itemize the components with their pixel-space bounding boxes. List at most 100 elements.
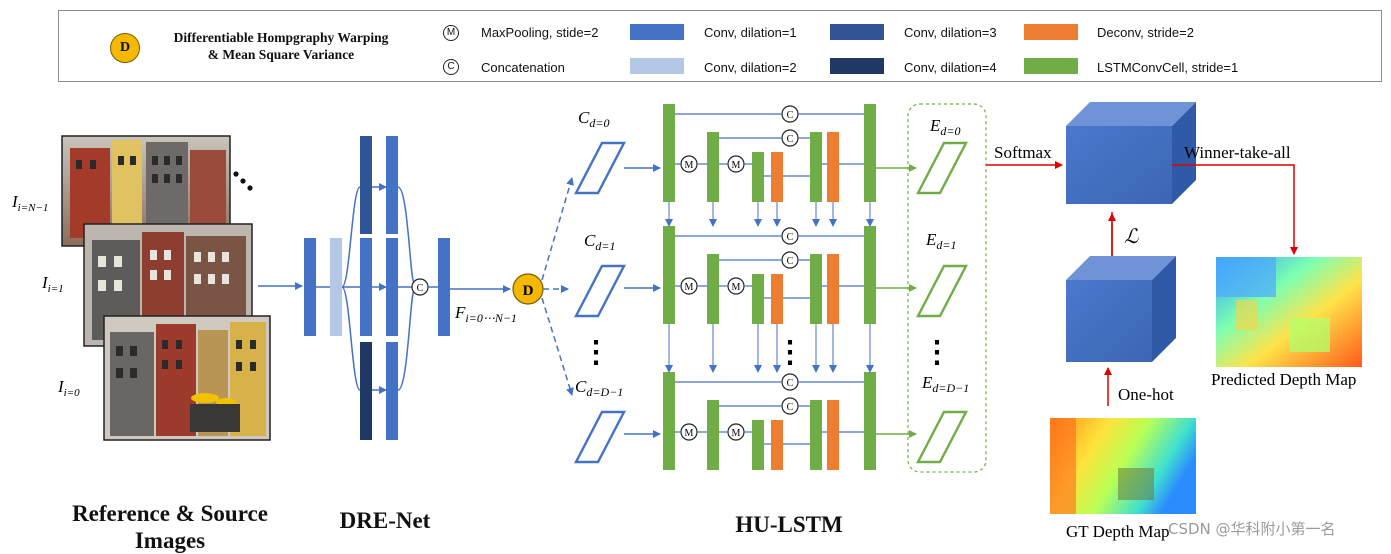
output-map-0 bbox=[916, 141, 968, 195]
legend-d-text-line2: & Mean Square Variance bbox=[207, 47, 355, 62]
caption-reference-line1: Reference & Source bbox=[72, 501, 268, 526]
image-label-n-minus-1: Ii=N−1 bbox=[11, 192, 48, 214]
probability-volume-cube bbox=[1066, 102, 1196, 204]
deconv-0-2 bbox=[827, 132, 839, 202]
output-vdots: ⋮ bbox=[922, 336, 952, 369]
caption-hu-lstm: HU-LSTM bbox=[735, 512, 843, 537]
caption-reference-source: Reference & Source Images bbox=[50, 500, 290, 554]
image-stack-dots bbox=[233, 171, 253, 191]
deconv-0-1 bbox=[771, 152, 783, 202]
legend-conv4-label: Conv, dilation=4 bbox=[904, 60, 997, 75]
output-label-dlast: Ed=D−1 bbox=[921, 373, 969, 395]
softmax-label: Softmax bbox=[994, 143, 1052, 162]
predicted-depth-label: Predicted Depth Map bbox=[1211, 370, 1356, 389]
output-label-d0: Ed=0 bbox=[929, 116, 961, 138]
legend-deconv-swatch bbox=[1024, 24, 1078, 40]
maxpool-0-1-text: M bbox=[685, 160, 694, 171]
caption-reference-line2: Images bbox=[134, 528, 206, 553]
output-label-d1: Ed=1 bbox=[925, 230, 957, 252]
lstm-cell-0-5 bbox=[864, 104, 876, 202]
hu-lstm-block: M M C C M M C C M M C C bbox=[574, 104, 968, 470]
concat-1-inner-text: C bbox=[787, 256, 794, 267]
feature-label: Fi=0⋯N−1 bbox=[454, 303, 517, 325]
image-label-0: Ii=0 bbox=[57, 377, 80, 399]
concat-2-outer-text: C bbox=[787, 378, 794, 389]
legend-conv3-label: Conv, dilation=3 bbox=[904, 25, 997, 40]
concat-0-outer-text: C bbox=[787, 110, 794, 121]
winner-take-all-label: Winner-take-all bbox=[1184, 143, 1291, 162]
maxpool-1-1-text: M bbox=[685, 282, 694, 293]
cost-label-d1: Cd=1 bbox=[584, 231, 615, 253]
legend-lstm-swatch bbox=[1024, 58, 1078, 74]
deconv-1-2 bbox=[827, 254, 839, 324]
lstm-cell-2-4 bbox=[810, 400, 822, 470]
gt-depth-map bbox=[1050, 418, 1196, 514]
homography-warp-node: D bbox=[512, 177, 574, 396]
legend-conv1-swatch bbox=[630, 24, 684, 40]
lstm-cell-1-5 bbox=[864, 226, 876, 324]
legend-conv2-swatch bbox=[630, 58, 684, 74]
gt-volume-cube bbox=[1066, 256, 1176, 362]
image-label-1: Ii=1 bbox=[41, 273, 64, 295]
lstm-cell-1-3 bbox=[752, 274, 764, 324]
lstm-cell-0-3 bbox=[752, 152, 764, 202]
concat-2-inner-text: C bbox=[787, 402, 794, 413]
output-group-box bbox=[907, 103, 987, 473]
maxpool-1-2-text: M bbox=[732, 282, 741, 293]
concat-1-outer-text: C bbox=[787, 232, 794, 243]
maxpool-0-2-text: M bbox=[732, 160, 741, 171]
cost-volume-2 bbox=[574, 410, 626, 464]
dre-net-block: C bbox=[258, 136, 511, 440]
maxpool-2-1-text: M bbox=[685, 428, 694, 439]
cost-label-d0: Cd=0 bbox=[578, 108, 609, 130]
deconv-2-1 bbox=[771, 420, 783, 470]
lstm-cell-1-4 bbox=[810, 254, 822, 324]
maxpool-2-2-text: M bbox=[732, 428, 741, 439]
legend-d-text-line1: Differentiable Hompgraphy Warping bbox=[173, 30, 389, 45]
output-stage bbox=[986, 102, 1362, 514]
lstm-cell-0-1 bbox=[663, 104, 675, 202]
legend-conv3-swatch bbox=[830, 24, 884, 40]
concat-0-inner-text: C bbox=[787, 134, 794, 145]
legend-conv4-swatch bbox=[830, 58, 884, 74]
cost-volume-1 bbox=[574, 264, 626, 318]
loss-label: ℒ bbox=[1124, 226, 1139, 248]
lstm-cell-2-5 bbox=[864, 372, 876, 470]
legend-conv2-label: Conv, dilation=2 bbox=[704, 60, 797, 75]
legend-deconv-label: Deconv, stride=2 bbox=[1097, 25, 1194, 40]
legend-conv1-label: Conv, dilation=1 bbox=[704, 25, 797, 40]
input-image-stack bbox=[61, 135, 271, 441]
lstm-cell-2-1 bbox=[663, 372, 675, 470]
lstm-vdots: ⋮ bbox=[775, 336, 805, 369]
gt-depth-label: GT Depth Map bbox=[1066, 522, 1170, 541]
predicted-depth-map bbox=[1216, 257, 1362, 367]
legend-maxpool-symbol: M bbox=[443, 25, 459, 41]
lstm-cell-1-2 bbox=[707, 254, 719, 324]
legend-box bbox=[58, 10, 1382, 82]
legend-concat-symbol: C bbox=[443, 59, 459, 75]
output-map-2 bbox=[916, 410, 968, 464]
deconv-1-1 bbox=[771, 274, 783, 324]
onehot-label: One-hot bbox=[1118, 385, 1174, 404]
svg-text:D: D bbox=[523, 283, 534, 299]
legend-lstm-label: LSTMConvCell, stride=1 bbox=[1097, 60, 1239, 75]
lstm-cell-0-4 bbox=[810, 132, 822, 202]
caption-dre-net: DRE-Net bbox=[339, 508, 431, 533]
lstm-cell-2-3 bbox=[752, 420, 764, 470]
lstm-cell-2-2 bbox=[707, 400, 719, 470]
legend-d-text: Differentiable Hompgraphy Warping & Mean… bbox=[150, 29, 412, 63]
watermark: CSDN @华科附小第一名 bbox=[1168, 520, 1336, 538]
deconv-2-2 bbox=[827, 400, 839, 470]
legend-d-symbol: D bbox=[110, 33, 140, 63]
reference-image-0 bbox=[103, 315, 271, 441]
dre-concat-symbol: C bbox=[417, 283, 424, 294]
lstm-cell-0-2 bbox=[707, 132, 719, 202]
cost-vdots: ⋮ bbox=[581, 336, 611, 369]
cost-label-dlast: Cd=D−1 bbox=[575, 377, 623, 399]
legend-maxpool-label: MaxPooling, stide=2 bbox=[481, 25, 599, 40]
legend-concat-label: Concatenation bbox=[481, 60, 565, 75]
cost-volume-0 bbox=[574, 141, 626, 195]
output-map-1 bbox=[916, 264, 968, 318]
lstm-cell-1-1 bbox=[663, 226, 675, 324]
